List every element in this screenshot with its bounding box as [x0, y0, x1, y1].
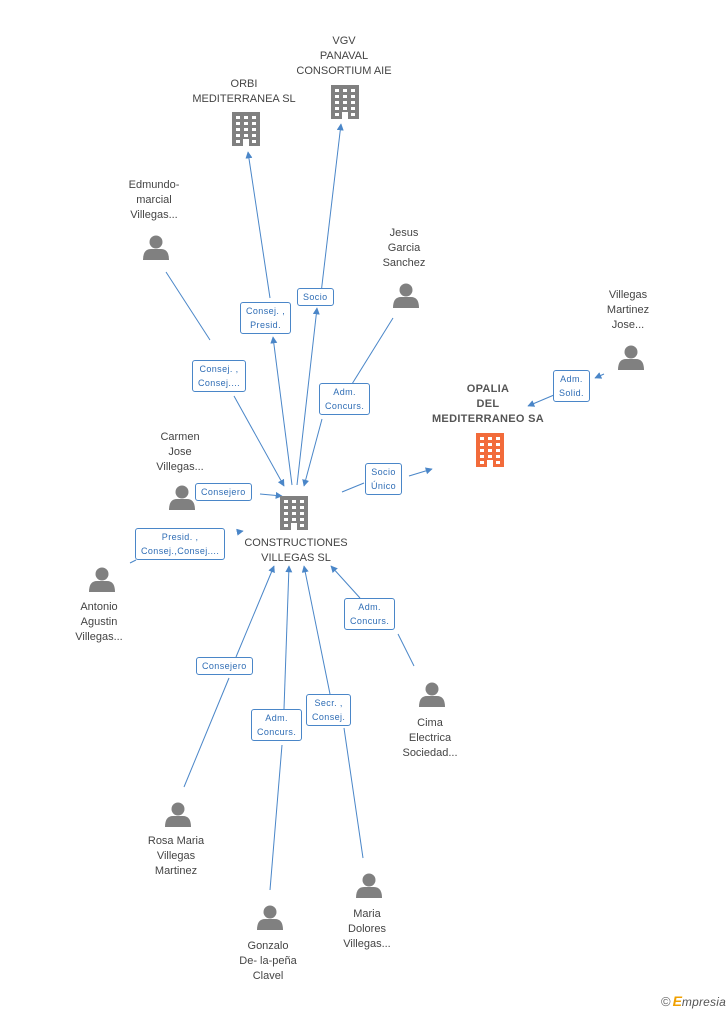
person-icon-gonzalo[interactable] — [257, 905, 283, 931]
edge-line-target-2 — [408, 467, 433, 477]
edge-label-jesus: Adm. Concurs. — [319, 383, 371, 415]
footer-brand: ©Empresia — [661, 993, 726, 1009]
edge-line-edmundo-2 — [233, 395, 285, 487]
person-label-cima[interactable]: Cima Electrica Sociedad... — [402, 717, 458, 759]
person-icon-villegas-martinez[interactable] — [618, 345, 644, 371]
edge-line-villegas-martinez — [594, 372, 605, 379]
edge-line-antonio — [129, 559, 137, 564]
person-label-villegas-martinez[interactable]: Villegas Martinez Jose... — [606, 289, 650, 331]
building-icon-vgv[interactable] — [331, 85, 359, 119]
center-building-icon[interactable] — [280, 496, 308, 530]
company-label-vgv[interactable]: VGV PANAVAL CONSORTIUM AIE — [296, 35, 392, 77]
edge-line-edmundo — [165, 271, 211, 341]
person-label-jesus[interactable]: Jesus Garcia Sanchez — [382, 227, 426, 269]
person-label-rosa[interactable]: Rosa Maria Villegas Martinez — [147, 835, 205, 877]
edge-label-edmundo: Consej. , Consej.... — [192, 360, 247, 392]
edge-label-villegas-martinez: Adm. Solid. — [553, 370, 590, 402]
company-label-orbi[interactable]: ORBI MEDITERRANEA SL — [192, 78, 296, 105]
edge-label-maria: Secr. , Consej. — [306, 694, 352, 726]
edge-line-jesus-2 — [302, 418, 323, 487]
edge-label-carmen: Consejero — [195, 483, 252, 501]
center-company-label[interactable]: CONSTRUCTIONES VILLEGAS SL — [244, 537, 348, 564]
person-label-gonzalo[interactable]: Gonzalo De- la-peña Clavel — [239, 940, 297, 982]
person-label-edmundo[interactable]: Edmundo- marcial Villegas... — [128, 179, 180, 221]
person-icon-antonio[interactable] — [89, 567, 115, 593]
edge-line-carmen-2 — [259, 491, 283, 499]
person-label-antonio[interactable]: Antonio Agustin Villegas... — [75, 601, 123, 643]
edge-label-gonzalo: Adm. Concurs. — [251, 709, 303, 741]
edge-line-maria-2 — [301, 565, 331, 695]
person-icon-edmundo[interactable] — [143, 235, 169, 261]
edge-line-cima-2 — [330, 565, 361, 599]
person-icon-rosa[interactable] — [165, 802, 191, 828]
edge-label-antonio: Presid. , Consej.,Consej.... — [135, 528, 226, 560]
edge-line-antonio-2 — [236, 528, 244, 536]
person-icon-jesus[interactable] — [393, 283, 419, 309]
person-label-carmen[interactable]: Carmen Jose Villegas... — [156, 431, 204, 473]
edge-line-vgv-2 — [296, 307, 320, 486]
edge-label-vgv: Socio — [297, 288, 334, 306]
edge-line-maria — [343, 727, 364, 859]
edge-line-rosa-2 — [235, 565, 275, 658]
edge-label-rosa: Consejero — [196, 657, 253, 675]
target-company-label[interactable]: OPALIA DEL MEDITERRANEO SA — [431, 383, 545, 425]
edge-line-orbi — [245, 151, 271, 299]
copyright-icon: © — [660, 994, 671, 1009]
edge-line-vgv — [319, 123, 344, 303]
person-icon-cima[interactable] — [419, 682, 445, 708]
edge-line-villegas-martinez-2 — [527, 394, 555, 407]
edge-label-target: Socio Único — [365, 463, 403, 495]
edge-line-gonzalo-2 — [283, 565, 293, 710]
building-icon-orbi[interactable] — [232, 112, 260, 146]
edge-line-target — [341, 482, 365, 493]
edge-line-gonzalo — [269, 744, 283, 891]
edge-line-rosa — [183, 677, 230, 788]
brand-logo-text: mpresia — [681, 995, 726, 1009]
edge-line-orbi-2 — [270, 336, 293, 486]
person-label-maria[interactable]: Maria Dolores Villegas... — [343, 908, 391, 950]
edge-label-orbi: Consej. , Presid. — [240, 302, 292, 334]
edge-label-cima: Adm. Concurs. — [344, 598, 396, 630]
person-icon-carmen[interactable] — [169, 485, 195, 511]
person-icon-maria[interactable] — [356, 873, 382, 899]
edge-line-jesus — [351, 317, 394, 385]
edge-line-cima — [397, 633, 415, 667]
brand-logo-initial: E — [672, 993, 682, 1009]
target-building-icon[interactable] — [476, 433, 504, 467]
